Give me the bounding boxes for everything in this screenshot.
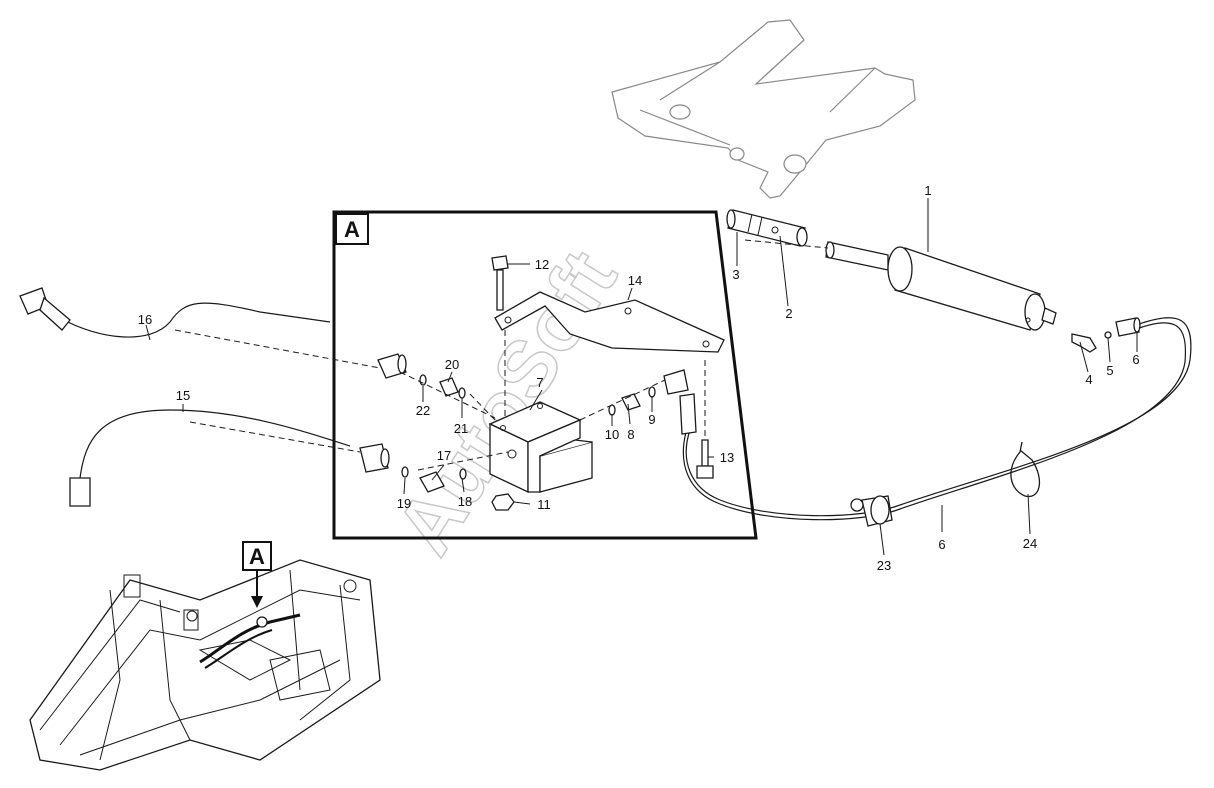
nut-11 [491,493,515,511]
clamp-23 [850,495,893,527]
bracket-14 [494,291,725,353]
callout-6-lower: 6 [938,537,945,552]
detail-a-frame: A [332,210,758,540]
callout-24: 24 [1023,536,1037,551]
callout-17: 17 [437,448,451,463]
callout-15: 15 [176,388,190,403]
callout-2: 2 [785,306,792,321]
callout-22: 22 [416,403,430,418]
overview-marker-a: A [242,541,272,608]
hydraulic-cylinder [825,241,1057,331]
callout-7: 7 [536,375,543,390]
cable-tie-24 [1010,441,1041,498]
overview-a-label: A [249,544,265,569]
callout-16: 16 [138,312,152,327]
fittings-right [608,369,697,435]
callout-3: 3 [732,267,739,282]
cylinder-fittings [1071,317,1141,353]
callout-1: 1 [924,183,931,198]
callout-5: 5 [1106,363,1113,378]
callout-20: 20 [445,357,459,372]
callout-9: 9 [648,412,655,427]
pin-assembly [726,209,808,247]
callout-8: 8 [627,427,634,442]
callout-6-upper: 6 [1132,352,1139,367]
detail-a-label: A [344,217,360,242]
callout-23: 23 [877,558,891,573]
hose-15 [69,409,390,507]
callout-21: 21 [454,421,468,436]
callout-18: 18 [458,494,472,509]
callout-14: 14 [628,273,642,288]
bolt-13 [696,439,714,479]
leader-lines [145,198,1138,556]
hose-6 [685,317,1192,517]
loader-arm [611,19,916,199]
callout-10: 10 [605,427,619,442]
valve-block-7 [488,401,593,494]
fittings-left-lower [401,466,467,493]
hose-16 [19,287,407,379]
bolt-12 [491,255,509,311]
callout-11: 11 [537,497,551,512]
callout-12: 12 [535,257,549,272]
machine-frame-overview [29,559,381,771]
fittings-left-upper [419,374,466,399]
callout-4: 4 [1085,372,1092,387]
callout-19: 19 [397,496,411,511]
callouts: 1 2 3 4 5 6 6 7 8 9 10 11 12 13 14 15 16… [138,183,1140,573]
callout-13: 13 [720,450,734,465]
